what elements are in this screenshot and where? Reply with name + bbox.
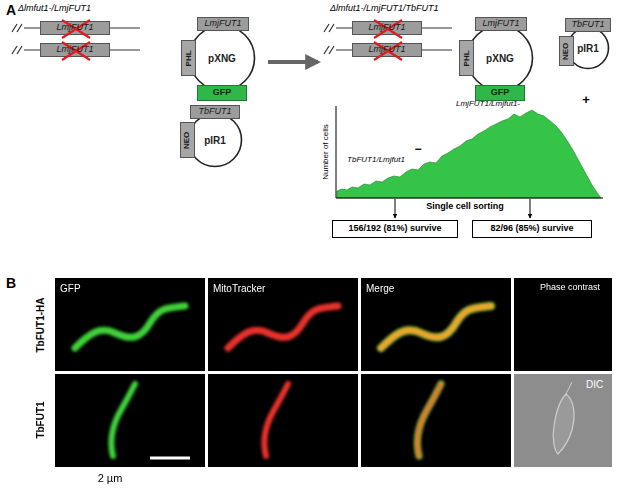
deleted-gene-box: LmjFUT1: [40, 21, 110, 35]
deleted-gene-box: LmjFUT1: [40, 43, 110, 57]
channel-label: MitoTracker: [213, 283, 265, 294]
panel-letter: B: [6, 276, 16, 291]
box-text: GFP: [491, 88, 510, 98]
gene-box: TbFUT1: [565, 18, 611, 32]
panel-letter: A: [6, 3, 16, 18]
plasmid-circle: pXNG: [188, 24, 256, 92]
gene-box: LmjFUT1: [197, 17, 249, 31]
box-text: GFP: [213, 88, 232, 98]
gene-box: LmjFUT1: [475, 17, 527, 31]
box-text: LmjFUT1: [56, 23, 93, 33]
plasmid-name: pIR1: [577, 43, 599, 54]
channel-label: Merge: [366, 283, 394, 294]
box-text: NEO: [562, 42, 571, 59]
marker-box: NEO: [180, 122, 195, 158]
box-text: LmjFUT1: [368, 45, 405, 55]
genotype-label: Δlmfut1-/LmjFUT1: [18, 4, 91, 14]
box-text: LmjFUT1: [368, 23, 405, 33]
box-text: LmjFUT1: [56, 45, 93, 55]
gfp-box: GFP: [475, 85, 525, 101]
marker-box: PHL: [181, 40, 196, 76]
box-text: NEO: [183, 131, 192, 148]
box-text: TbFUT1: [571, 20, 604, 30]
population-label: TbFUT1/Lmjfut1: [347, 156, 405, 165]
genotype-label: Δlmfut1-/LmjFUT1/TbFUT1: [330, 4, 439, 14]
sign-label: +: [582, 93, 590, 107]
population-label: LmjFUT1/Lmjfut1-: [456, 100, 520, 109]
channel-label: GFP: [60, 283, 81, 294]
box-text: TbFUT1: [198, 107, 231, 117]
deleted-gene-box: LmjFUT1: [352, 21, 422, 35]
gfp-box: GFP: [197, 85, 247, 101]
box-text: 82/96 (85%) survive: [490, 224, 573, 234]
plasmid-name: pXNG: [486, 53, 514, 64]
box-text: LmjFUT1: [482, 19, 519, 29]
marker-box: NEO: [559, 36, 574, 66]
channel-label: Phase contrast: [540, 283, 600, 293]
box-text: PHL: [184, 50, 193, 66]
plasmid-name: pXNG: [208, 53, 236, 64]
scale-label: 2 µm: [98, 472, 123, 484]
box-text: PHL: [462, 50, 471, 66]
deleted-gene-box: LmjFUT1: [352, 43, 422, 57]
box-text: LmjFUT1: [204, 19, 241, 29]
result-box: 156/192 (81%) survive: [332, 220, 458, 238]
scale-bar: [150, 457, 190, 460]
axis-label: Number of cells: [322, 124, 331, 180]
plasmid-circle: pIR1: [187, 112, 243, 168]
transition-arrow: [268, 60, 318, 64]
step-label: Single cell sorting: [426, 202, 504, 212]
plasmid-circle: pXNG: [466, 24, 534, 92]
gene-box: TbFUT1: [190, 105, 240, 119]
row-label: TbFUT1: [35, 401, 46, 438]
marker-box: PHL: [459, 40, 474, 76]
histogram: [336, 106, 603, 218]
channel-label: DIC: [586, 379, 603, 390]
plasmid-name: pIR1: [204, 135, 226, 146]
box-text: 156/192 (81%) survive: [348, 224, 441, 234]
sign-label: −: [414, 143, 421, 156]
micrograph: [55, 278, 612, 467]
row-label: TbFUT1-HA: [35, 298, 46, 353]
result-box: 82/96 (85%) survive: [472, 220, 592, 238]
